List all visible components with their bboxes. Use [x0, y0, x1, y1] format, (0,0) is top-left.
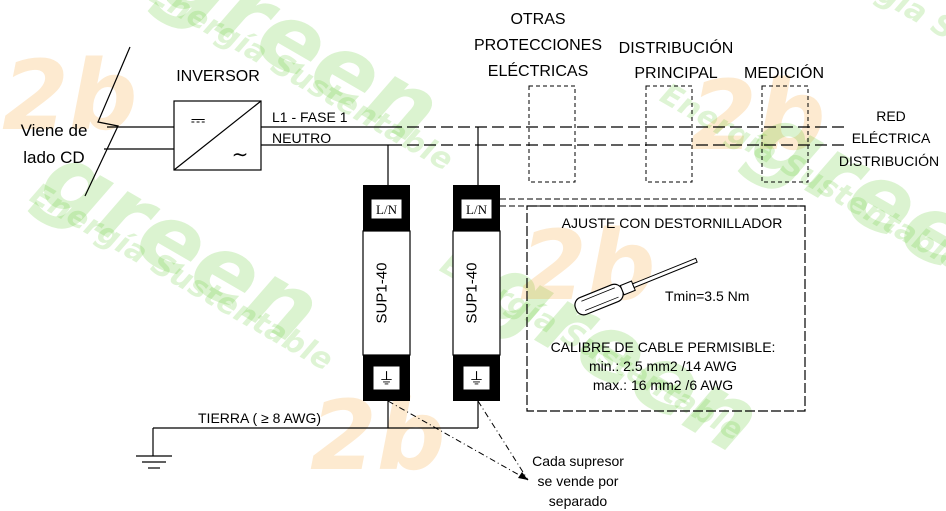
dc-input: [84, 46, 174, 197]
other-protections-box: [528, 85, 576, 183]
neutral-label: NEUTRO: [272, 130, 331, 146]
suppressor-1-model: SUP1-40: [374, 263, 391, 324]
grid-label-3: DISTRIBUCIÓN: [839, 153, 939, 169]
suppressor-2-top-terminal: L/N: [466, 202, 488, 217]
spec-box-title: AJUSTE CON DESTORNILLADOR: [562, 215, 783, 231]
metering-box: [761, 85, 809, 183]
main-distribution-label-1: DISTRIBUCIÓN: [619, 38, 734, 57]
note-line-3: separado: [549, 493, 608, 509]
ground-wiring: [136, 401, 479, 469]
other-protections-label-2: PROTECCIONES: [474, 37, 602, 54]
suppressor-2-ground-icon: ⏚: [468, 369, 484, 388]
note-arrow-icon: [518, 472, 528, 480]
suppressor-2-model: SUP1-40: [464, 263, 481, 324]
grid-label-1: RED: [876, 108, 906, 124]
ground-label: TIERRA ( ≥ 8 AWG): [198, 410, 321, 426]
note-leaders: [387, 400, 529, 481]
source-label-line2: lado CD: [23, 148, 84, 167]
inverter-label: INVERSOR: [176, 68, 260, 85]
suppressor-1-ground-icon: ⏚: [378, 369, 394, 388]
other-protections-label-1: OTRAS: [510, 11, 565, 28]
ac-symbol-icon: ∼: [232, 144, 249, 166]
source-label-line1: Viene de: [21, 121, 88, 140]
ac-lines: [261, 126, 846, 185]
suppressor-2: L/N SUP1-40 ⏚: [452, 185, 501, 401]
line-label: L1 - FASE 1: [272, 109, 348, 125]
downstream-boxes: [528, 85, 809, 183]
other-protections-label-3: ELÉCTRICAS: [488, 61, 588, 80]
cable-gauge-min: min.: 2.5 mm2 /14 AWG: [589, 358, 737, 374]
inverter-box: ⎓ ∼: [173, 100, 262, 171]
main-distribution-label-2: PRINCIPAL: [634, 65, 717, 82]
suppressor-1-top-terminal: L/N: [376, 202, 398, 217]
note-line-2: se vende por: [538, 473, 619, 489]
cable-gauge-title: CALIBRE DE CABLE PERMISIBLE:: [551, 339, 776, 355]
torque-spec: Tmin=3.5 Nm: [665, 288, 749, 304]
screwdriver-icon: [574, 257, 698, 316]
suppressor-1: L/N SUP1-40 ⏚: [362, 185, 411, 401]
cable-gauge-max: max.: 16 mm2 /6 AWG: [593, 377, 733, 393]
note-line-1: Cada supresor: [532, 453, 624, 469]
main-distribution-box: [645, 85, 693, 183]
spec-box: AJUSTE CON DESTORNILLADOR Tmin=3.5 Nm CA…: [500, 198, 806, 412]
grid-label-2: ELÉCTRICA: [852, 130, 931, 146]
dc-symbol-icon: ⎓: [191, 110, 205, 130]
metering-label: MEDICIÓN: [744, 63, 824, 82]
